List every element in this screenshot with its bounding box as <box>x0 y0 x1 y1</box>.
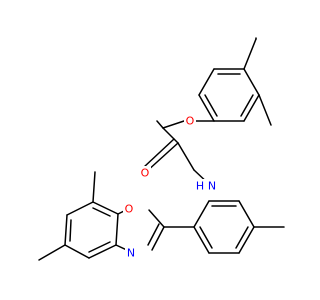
bond <box>162 127 179 144</box>
bond <box>64 244 90 259</box>
double-bond-inner <box>147 223 160 246</box>
bond <box>177 142 195 171</box>
double-bond-inner <box>143 138 175 168</box>
bond <box>243 94 260 122</box>
atom-labels: O O N H O N <box>123 114 218 260</box>
methyl-bond <box>92 171 96 203</box>
label-background <box>123 202 135 216</box>
methylphenyl-ring <box>163 200 285 254</box>
ether-amide-chain <box>143 120 215 187</box>
bond <box>88 244 117 259</box>
label-background <box>125 246 137 260</box>
methyl-bond <box>258 94 272 126</box>
label-background <box>184 114 196 128</box>
methyl-bond <box>243 38 257 70</box>
bond <box>156 120 164 129</box>
label-background <box>194 179 218 193</box>
molecule-structure: O O N H O N <box>38 37 285 261</box>
double-bond-inner <box>235 226 249 249</box>
bond <box>238 200 255 228</box>
carbonyl-oxygen-label: O <box>141 167 150 180</box>
amide-hydrogen-label: H <box>196 180 204 193</box>
methyl-bond <box>38 244 66 261</box>
bond <box>148 209 165 228</box>
bond <box>198 94 215 122</box>
bond <box>92 201 119 215</box>
bond <box>115 213 119 246</box>
double-bond-inner <box>204 94 218 117</box>
oxazole-nitrogen-label: N <box>127 247 135 260</box>
double-bond-inner <box>92 207 111 217</box>
double-bond-inner <box>240 94 254 117</box>
double-bond-inner <box>88 241 111 253</box>
double-bond-inner <box>69 219 72 242</box>
bond <box>66 201 94 216</box>
bond <box>193 226 210 254</box>
bond <box>198 68 215 96</box>
benzoxazole-ring <box>38 171 165 261</box>
ether-oxygen-label: O <box>186 115 195 128</box>
oxazole-oxygen-label: O <box>125 203 134 216</box>
bond <box>162 120 185 129</box>
bond <box>193 200 210 228</box>
label-background <box>139 166 151 180</box>
bond <box>145 142 179 173</box>
double-bond-inner <box>199 226 213 249</box>
bond <box>64 214 68 246</box>
amide-nitrogen-label: N <box>208 180 216 193</box>
bond <box>151 226 165 251</box>
bond <box>238 226 255 254</box>
bond <box>243 68 260 96</box>
dimethylphenyl-ring <box>198 37 272 126</box>
